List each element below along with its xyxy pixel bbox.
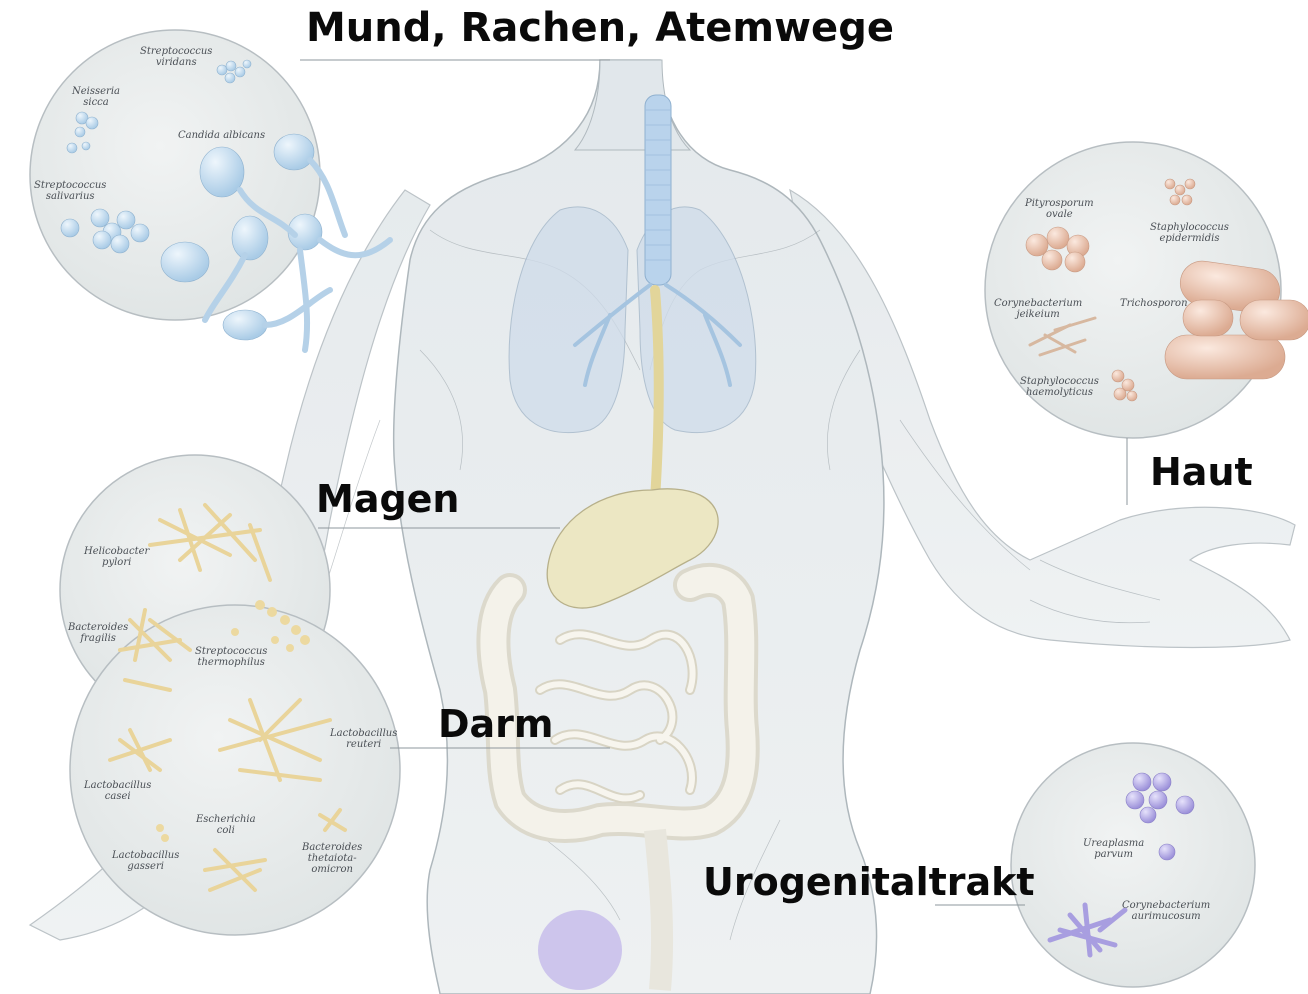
label-intestine: Darm (438, 705, 554, 743)
label-stomach: Magen (316, 480, 459, 518)
label-mouth: Mund, Rachen, Atemwege (306, 8, 894, 48)
species-label: Candida albicans (178, 130, 265, 141)
label-skin: Haut (1150, 453, 1253, 491)
species-label: Trichosporon (1120, 298, 1188, 309)
urogenital-microbe-bubble (1011, 743, 1255, 987)
label-urogenital: Urogenitaltrakt (703, 863, 1035, 901)
